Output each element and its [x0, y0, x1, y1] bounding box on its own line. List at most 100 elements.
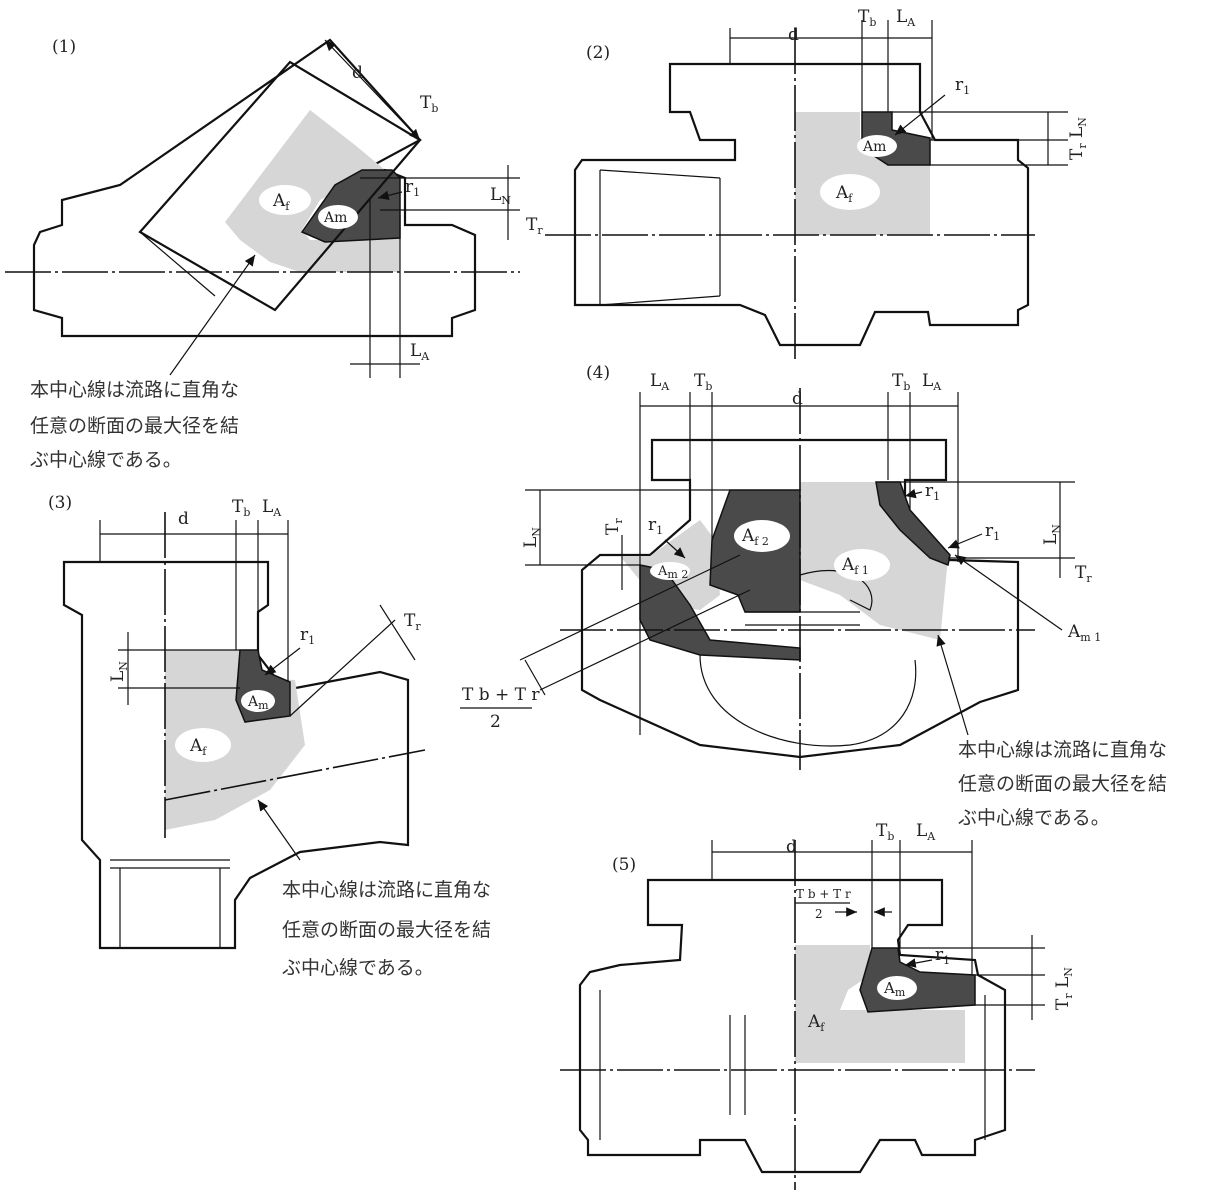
diagram-3-tb-label: Tb — [232, 497, 250, 519]
diagram-3: (3) d Tb LA LN Tr r1 Am Af 本中心線は流路に直角な 任 — [48, 493, 491, 979]
diagram-4-am1-area — [875, 481, 951, 567]
diagram-3-am-label: Am — [247, 694, 269, 712]
diagram-1-af-label: Af — [272, 191, 290, 213]
diagram-4-af1-label: Af 1 — [841, 555, 869, 577]
diagram-4-tr-right-label: Tr — [1075, 563, 1092, 585]
diagram-4-r1-right-label: r1 — [985, 521, 1000, 543]
diagram-4-tb-left-label: Tb — [694, 371, 712, 393]
diagram-4-r1-top-label: r1 — [925, 481, 940, 503]
diagram-5-trln-label: Tr LN — [1053, 967, 1075, 1010]
diagram-5-am-label: Am — [883, 979, 906, 999]
diagram-5-am-ellipse — [877, 976, 917, 1000]
diagram-1-note-line3: ぶ中心線である。 — [30, 449, 182, 471]
diagram-4-am2-label: Am 2 — [657, 564, 688, 581]
diagram-2-af-ellipse — [820, 174, 880, 210]
diagram-4-ln-left-label: LN — [521, 527, 543, 548]
diagram-4-frac-dim — [524, 659, 546, 696]
diagram-2-tb-label: Tb — [858, 7, 876, 29]
diagram-2-bore-top — [599, 169, 721, 179]
diagram-3-af-label: Af — [189, 736, 207, 758]
diagram-4-am1-label: Am 1 — [1067, 622, 1101, 644]
diagram-2-r1-label: r1 — [955, 75, 970, 97]
diagram-4-ln-right-label: LN — [1041, 524, 1063, 545]
diagram-5-body — [578, 878, 1007, 1174]
diagram-3-note-line3: ぶ中心線である。 — [282, 957, 434, 979]
diagram-5-la-label: LA — [916, 821, 936, 843]
diagram-2-af-label: Af — [835, 183, 853, 205]
diagram-4-r1-top-arrow — [904, 488, 923, 499]
diagram-4-r1-left-label: r1 — [648, 515, 663, 537]
diagram-1-note-line1: 本中心線は流路に直角な — [30, 379, 239, 401]
diagram-5-am-area — [859, 947, 976, 1013]
diagram-4-frac-num: T b + T r — [462, 685, 540, 705]
diagram-4-af1-ellipse — [834, 549, 890, 581]
diagram-5-r1-label: r1 — [935, 945, 950, 967]
diagram-3-tr-ext — [289, 619, 396, 717]
diagram-3-tr-dim — [379, 604, 416, 661]
diagram-1-leader — [169, 254, 256, 376]
diagram-3-note-line2: 任意の断面の最大径を結 — [282, 919, 491, 941]
diagram-1-tb-label: Tb — [420, 93, 438, 115]
diagram-1-r1-label: r1 — [405, 177, 420, 199]
diagram-4-d-label: d — [792, 389, 803, 409]
diagram-5-number: (5) — [612, 855, 636, 875]
diagram-3-leader — [257, 799, 301, 861]
diagram-4-r1-left-arrow — [664, 539, 686, 559]
diagram-3-r1-arrow — [264, 647, 301, 676]
diagram-4-frac-ext2 — [539, 589, 751, 691]
diagram-1-d-dim — [324, 39, 421, 141]
diagram-4-r1-right-arrow — [947, 533, 983, 549]
diagram-4-la-left-label: LA — [650, 371, 670, 393]
diagram-4-frac-den: 2 — [490, 712, 501, 732]
diagram-4-number: (4) — [586, 363, 610, 383]
diagram-3-d-label: d — [178, 509, 189, 529]
diagram-1-note-line2: 任意の断面の最大径を結 — [30, 415, 239, 437]
diagram-4-af2-ellipse — [734, 520, 790, 552]
diagram-4-tb-right-label: Tb — [892, 371, 910, 393]
diagram-4-af2-label: Af 2 — [741, 526, 769, 548]
diagram-5-tb-label: Tb — [876, 821, 894, 843]
diagram-3-r1-label: r1 — [300, 625, 315, 647]
diagram-3-flow-centerline — [164, 749, 426, 801]
diagram-3-number: (3) — [48, 493, 72, 513]
diagram-1-ln-label: LN — [490, 185, 511, 207]
diagram-1: (1) d Tb LN Tr LA r1 Af Am — [5, 37, 543, 471]
diagram-5-d-label: d — [786, 837, 797, 857]
diagram-4-am2-ellipse — [650, 562, 690, 580]
diagram-4-la-right-label: LA — [922, 371, 942, 393]
diagram-4-frac-ext1 — [519, 554, 741, 661]
diagram-3-ln-label: LN — [108, 661, 130, 682]
diagram-3-la-label: LA — [262, 497, 282, 519]
diagram-2: (2) d Tb LA Tr LN r1 Am Af — [545, 7, 1089, 362]
diagram-2-trln-label: Tr LN — [1067, 117, 1089, 160]
diagram-1-d-label: d — [352, 63, 363, 83]
diagram-3-note-line1: 本中心線は流路に直角な — [282, 879, 491, 901]
diagram-1-la-label: LA — [410, 341, 430, 363]
diagram-1-r1-arrow — [377, 190, 403, 201]
diagram-1-am-label: Am — [323, 210, 347, 226]
diagram-4: (4) LA Tb d Tb LA LN Tr r1 Am — [460, 363, 1167, 829]
diagram-4-note-line2: 任意の断面の最大径を結 — [958, 773, 1167, 795]
diagram-2-d-label: d — [788, 25, 799, 45]
diagram-1-am-ellipse — [318, 205, 358, 229]
diagram-1-number: (1) — [52, 37, 76, 57]
diagram-4-note-line3: ぶ中心線である。 — [958, 807, 1110, 829]
diagram-4-bowl — [699, 654, 917, 747]
diagram-4-am1-leader — [954, 554, 1063, 631]
diagram-4-note-line1: 本中心線は流路に直角な — [958, 739, 1167, 761]
diagram-5-frac-den: 2 — [815, 907, 823, 921]
diagram-2-number: (2) — [586, 43, 610, 63]
diagram-2-bore-bottom — [599, 295, 721, 306]
diagram-5: (5) d Tb LA T b + T r 2 Tr LN r1 Am Af — [560, 821, 1075, 1190]
diagram-4-tr-left-label: Tr — [603, 518, 625, 535]
diagram-5-r1-arrow — [904, 958, 933, 968]
diagram-5-frac-num: T b + T r — [796, 887, 851, 901]
diagram-2-am-ellipse — [857, 135, 897, 157]
diagram-2-la-label: LA — [896, 7, 916, 29]
diagram-1-tr-label: Tr — [526, 215, 543, 237]
diagram-1-af-ellipse — [259, 185, 311, 215]
diagram-1-bonnet-edge — [139, 231, 216, 297]
diagram-5-af-area — [795, 945, 965, 1063]
diagram-3-am-ellipse — [241, 690, 275, 712]
